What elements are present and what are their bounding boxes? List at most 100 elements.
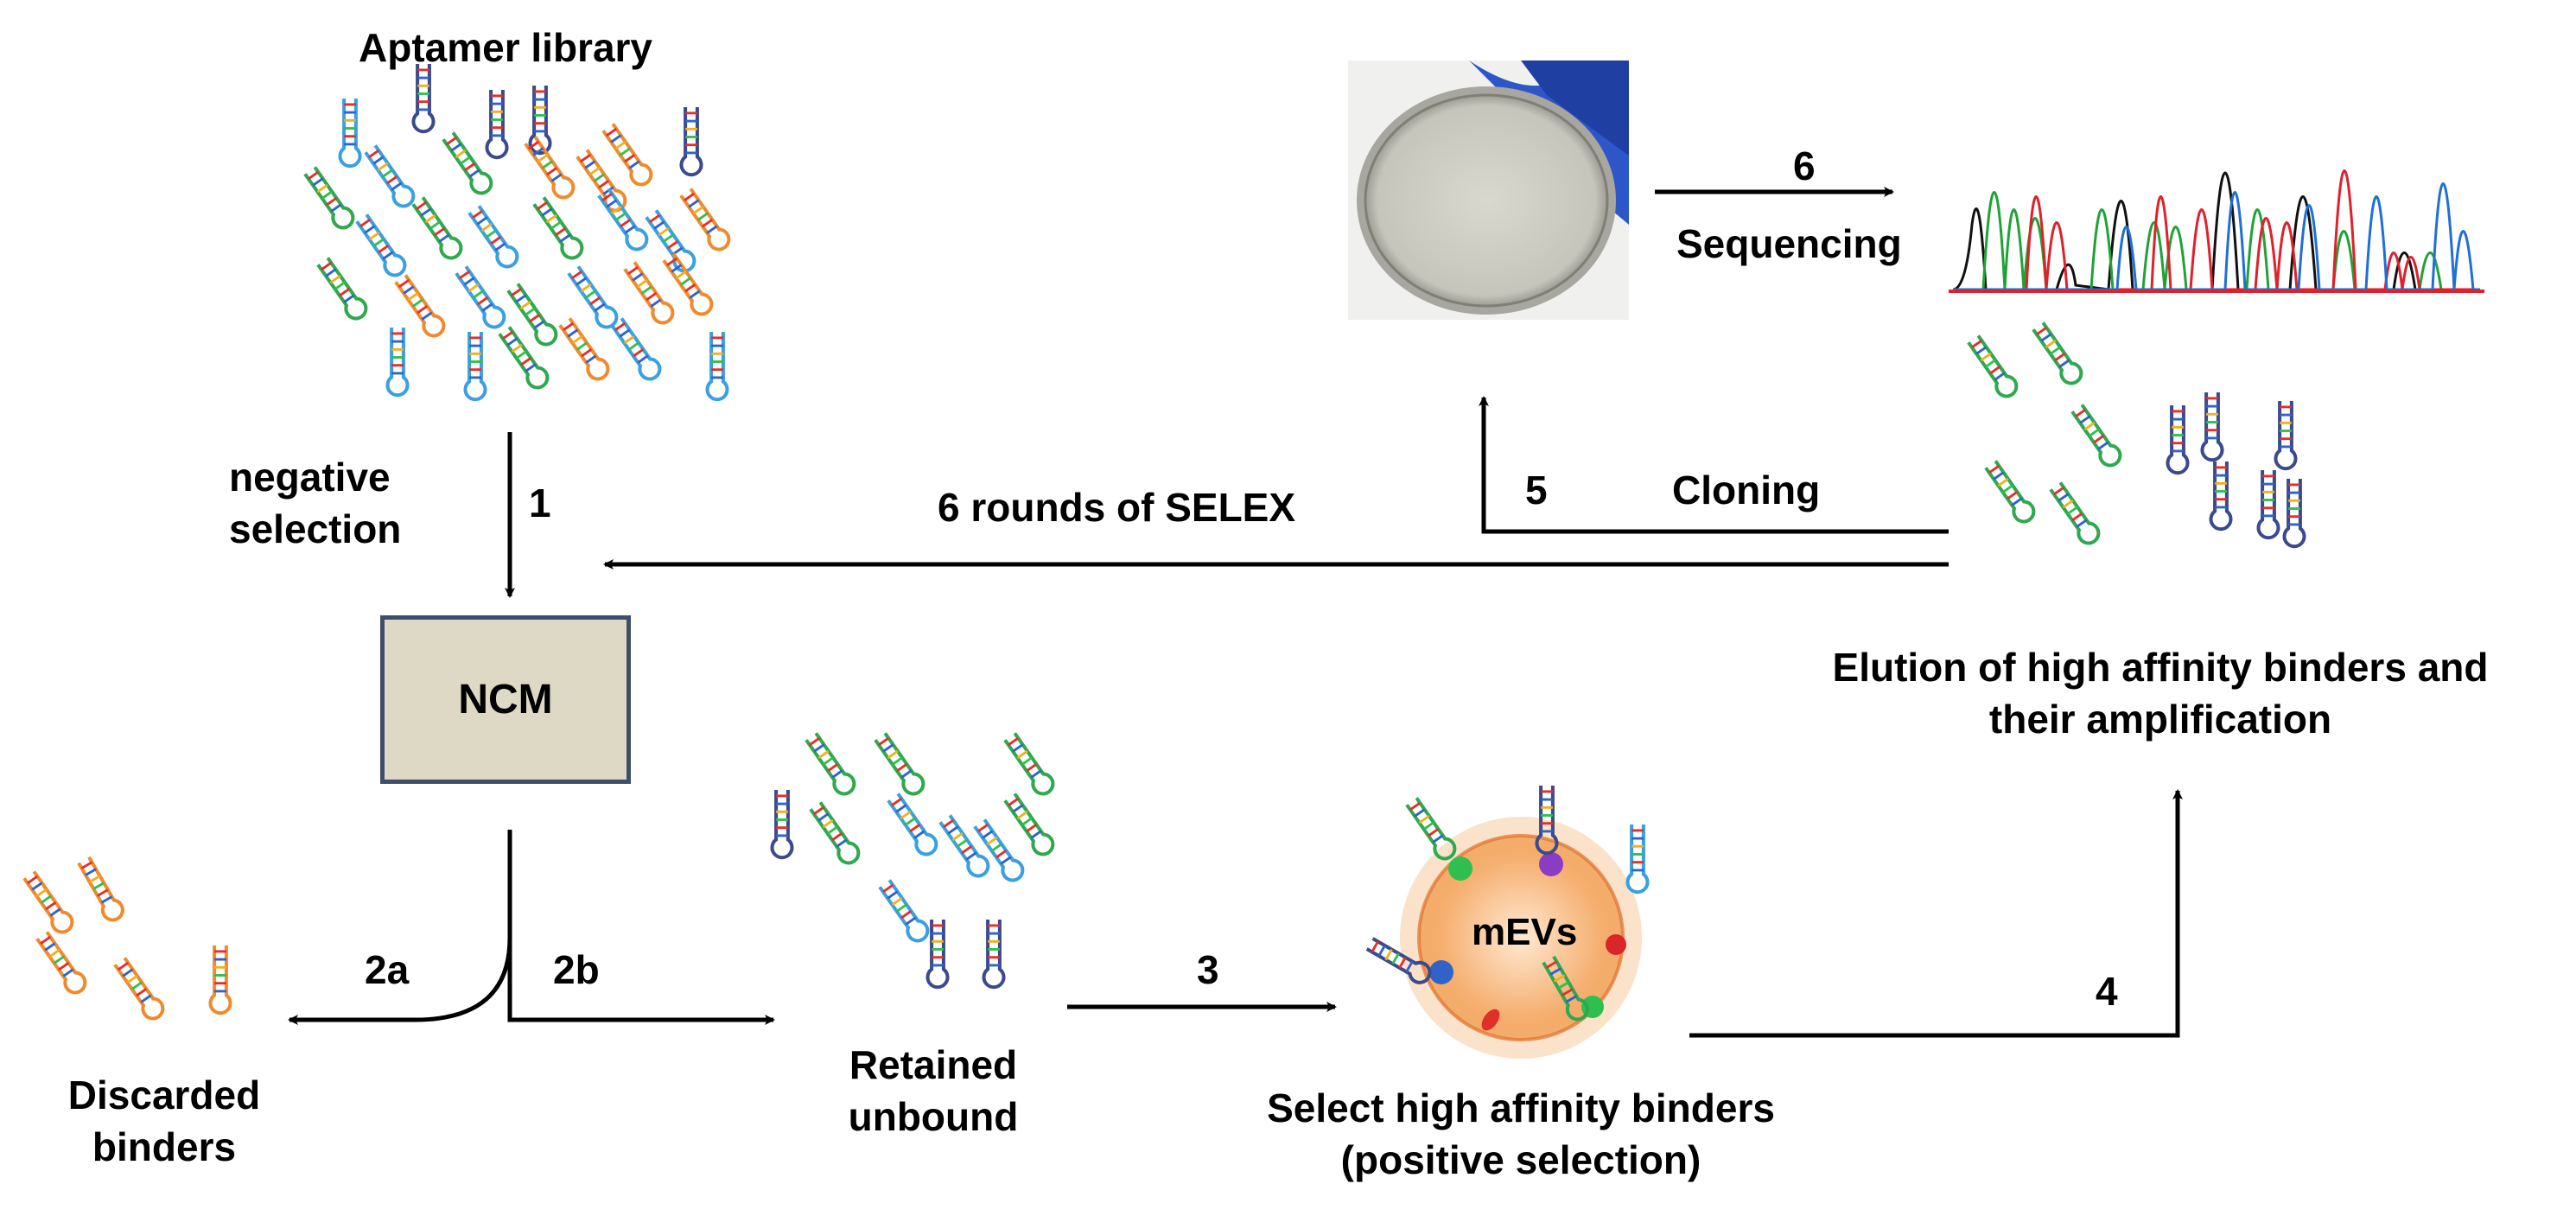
aptamer-hairpin-icon	[385, 328, 410, 398]
negative-selection-line1: negative	[229, 455, 391, 500]
aptamer-hairpin-icon	[208, 945, 232, 1015]
aptamer-hairpin-icon	[1535, 786, 1559, 856]
receptor-green	[1448, 856, 1472, 881]
aptamer-hairpin-icon	[662, 252, 714, 316]
aptamer-hairpin-icon	[394, 274, 446, 338]
selex-rounds-label: 6 rounds of SELEX	[938, 485, 1296, 530]
aptamer-hairpin-icon	[2209, 462, 2233, 532]
ncm-box: NCM	[380, 615, 631, 784]
elution-line1: Elution of high affinity binders and	[1832, 645, 2489, 690]
aptamer-hairpin-icon	[498, 326, 550, 390]
step-2b-label: 2b	[553, 947, 600, 992]
aptamer-hairpin-icon	[2049, 481, 2101, 545]
aptamer-hairpin-icon	[1542, 955, 1589, 1022]
receptor-purple	[1539, 852, 1563, 876]
aptamer-hairpin-icon	[316, 257, 368, 321]
aptamer-hairpin-icon	[1003, 793, 1055, 856]
step-3-label: 3	[1197, 947, 1219, 992]
sequencing-chromatogram	[1949, 39, 2484, 307]
aptamer-hairpin-icon	[601, 123, 653, 187]
aptamer-hairpin-icon	[805, 732, 856, 796]
aptamer-hairpin-icon	[1003, 732, 1055, 796]
aptamer-hairpin-icon	[411, 64, 436, 134]
select-line2: (positive selection)	[1340, 1137, 1701, 1182]
petri-dish-photo	[1348, 60, 1629, 320]
aptamer-hairpin-icon	[2032, 322, 2083, 385]
aptamer-hairpin-icon	[524, 136, 576, 200]
discarded-line2: binders	[92, 1124, 237, 1169]
aptamer-hairpin-icon	[874, 732, 925, 796]
negative-selection-line2: selection	[229, 506, 402, 551]
aptamer-hairpin-icon	[113, 957, 165, 1021]
aptamer-hairpin-icon	[532, 196, 584, 260]
aptamer-groups	[22, 64, 2306, 1022]
aptamer-hairpin-icon	[467, 205, 519, 269]
ncm-label: NCM	[458, 677, 553, 723]
aptamer-hairpin-icon	[925, 920, 950, 990]
aptamer-hairpin-icon	[558, 317, 610, 381]
aptamer-hairpin-icon	[455, 265, 506, 329]
arrows	[288, 187, 2183, 1038]
aptamer-hairpin-icon	[610, 317, 662, 381]
aptamer-hairpin-icon	[1967, 334, 2019, 398]
aptamer-hairpin-icon	[411, 196, 463, 260]
trace-green	[1953, 191, 2480, 291]
aptamer-hairpin-icon	[77, 856, 124, 922]
arrow-5-cloning	[1479, 396, 1949, 534]
cloning-label: Cloning	[1672, 468, 1821, 513]
aptamer-hairpin-icon	[1984, 460, 2036, 524]
aptamer-hairpin-icon	[364, 144, 416, 208]
aptamer-hairpin-icon	[938, 814, 990, 878]
aptamer-hairpin-icon	[338, 99, 362, 169]
aptamer-hairpin-icon	[1405, 797, 1457, 861]
aptamer-hairpin-icon	[2256, 470, 2280, 540]
aptamer-hairpin-icon	[442, 131, 493, 195]
aptamer-hairpin-icon	[982, 920, 1006, 990]
select-line1: Select high affinity binders	[1267, 1085, 1775, 1130]
aptamer-hairpin-icon	[1365, 937, 1432, 984]
receptor-red-2	[1481, 1009, 1500, 1031]
aptamer-hairpin-icon	[645, 209, 696, 273]
aptamer-hairpin-icon	[2200, 392, 2224, 462]
aptamer-hairpin-icon	[2282, 479, 2306, 549]
aptamer-hairpin-icon	[2166, 405, 2190, 475]
aptamer-hairpin-icon	[355, 213, 407, 277]
arrow-2b-retained	[507, 938, 775, 1025]
mevs-label: mEVs	[1472, 911, 1578, 953]
aptamer-hairpin-icon	[35, 931, 87, 995]
aptamer-hairpin-icon	[303, 166, 355, 230]
aptamer-hairpin-icon	[705, 332, 729, 402]
step-4-label: 4	[2096, 969, 2118, 1014]
step-5-label: 5	[1525, 468, 1548, 513]
sequencing-label: Sequencing	[1676, 221, 1902, 266]
step-6-label: 6	[1793, 143, 1816, 188]
aptamer-library-title: Aptamer library	[359, 25, 653, 70]
discarded-line1: Discarded	[67, 1073, 261, 1117]
aptamer-hairpin-icon	[878, 879, 930, 943]
aptamer-hairpin-icon	[2070, 404, 2122, 468]
aptamer-hairpin-icon	[623, 261, 675, 325]
aptamer-hairpin-icon	[1625, 824, 1650, 894]
aptamer-hairpin-icon	[463, 332, 487, 402]
aptamer-hairpin-icon	[679, 188, 731, 251]
step-2a-label: 2a	[365, 947, 410, 992]
aptamer-hairpin-icon	[22, 870, 74, 934]
aptamer-hairpin-icon	[528, 86, 552, 156]
aptamer-hairpin-icon	[973, 818, 1025, 882]
aptamer-hairpin-icon	[809, 801, 861, 865]
aptamer-hairpin-icon	[485, 90, 509, 160]
step-1-label: 1	[529, 481, 551, 525]
retained-line1: Retained	[849, 1042, 1018, 1087]
aptamer-hairpin-icon	[770, 790, 794, 860]
aptamer-hairpin-icon	[679, 107, 703, 177]
aptamer-hairpin-icon	[506, 283, 558, 347]
elution-line2: their amplification	[1988, 697, 2332, 742]
aptamer-hairpin-icon	[887, 793, 938, 856]
receptor-red	[1606, 934, 1626, 955]
retained-line2: unbound	[848, 1094, 1019, 1139]
arrow-4-elution	[1689, 789, 2183, 1038]
aptamer-hairpin-icon	[2274, 401, 2298, 471]
receptor-blue	[1429, 960, 1453, 984]
aptamer-hairpin-icon	[597, 188, 649, 251]
